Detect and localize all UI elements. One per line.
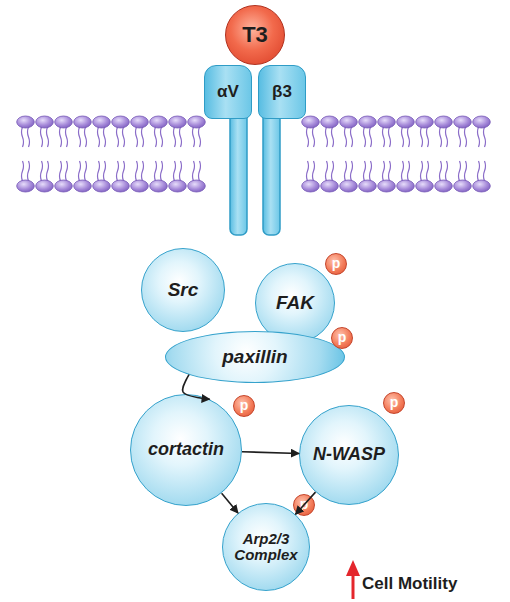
protein-circle: cortactin	[130, 394, 242, 506]
arrow-connector	[222, 493, 238, 513]
protein-circle: N-WASP	[299, 405, 399, 505]
increase-arrowhead	[346, 560, 360, 576]
phospho-badge: p	[293, 494, 315, 516]
membrane-bilayer	[16, 114, 206, 194]
phospho-badge: p	[383, 392, 405, 414]
protein-circle: Arp2/3 Complex	[222, 503, 310, 591]
integrin-subunit: β3	[258, 65, 306, 119]
increase-arrow	[352, 574, 355, 599]
phospho-badge: p	[325, 253, 347, 275]
outcome-label: Cell Motility	[362, 574, 457, 594]
arrow-connector	[183, 375, 210, 400]
node-text: β3	[272, 83, 292, 102]
phospho-badge: p	[331, 327, 353, 349]
node-text: N-WASP	[313, 445, 385, 465]
node-text: p	[332, 256, 341, 271]
integrin-leg	[230, 100, 247, 235]
integrin-subunit: αV	[204, 65, 252, 119]
node-text: p	[338, 330, 347, 345]
node-text: αV	[217, 83, 239, 102]
membrane-bilayer	[301, 114, 491, 194]
node-text: cortactin	[148, 440, 224, 460]
node-text: T3	[242, 23, 268, 47]
node-text: FAK	[276, 293, 314, 314]
node-text: p	[240, 398, 249, 413]
node-text: p	[390, 395, 399, 410]
ligand-circle: T3	[225, 5, 285, 65]
node-text: Arp2/3 Complex	[227, 531, 305, 564]
node-text: Src	[168, 280, 199, 301]
protein-ellipse: paxillin	[165, 331, 345, 383]
node-text: p	[300, 497, 309, 512]
protein-circle: Src	[141, 248, 225, 332]
node-text: paxillin	[222, 347, 287, 368]
phospho-badge: p	[233, 395, 255, 417]
arrow-connector	[295, 492, 315, 514]
arrow-connector	[242, 452, 299, 454]
integrin-leg	[263, 100, 280, 235]
